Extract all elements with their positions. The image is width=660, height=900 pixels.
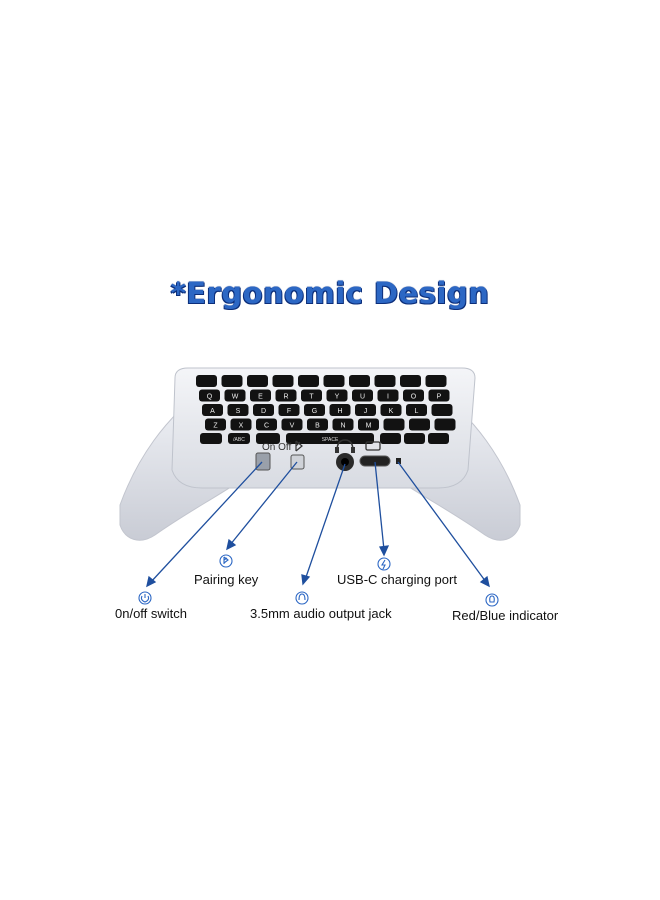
callout-pairing: Pairing key [194,572,259,587]
key [409,418,430,431]
key-label: I [387,394,389,401]
callout-audio: 3.5mm audio output jack [250,606,392,621]
key [230,418,252,431]
key-label: A [210,408,215,415]
key-label: K [389,408,394,415]
key-label: V [290,423,295,430]
space-key [286,433,374,444]
leader-usbc [374,461,385,551]
key [329,404,351,416]
key [349,375,370,387]
leader-onoff [149,461,263,584]
key [380,404,402,416]
key [202,404,223,416]
key [227,404,249,416]
callout-usbc: USB-C charging port [337,572,457,587]
key [304,404,325,416]
bolt-icon [377,557,391,571]
charge-port-icon [365,441,381,451]
key-label: E [258,394,263,401]
key-label: /ABC [233,437,245,443]
key-label: R [283,394,288,401]
key-label: C [264,423,269,430]
key [406,404,427,416]
arrow-key [428,433,449,444]
key [323,375,345,387]
key [332,418,354,431]
key [307,418,328,431]
key-label: N [340,423,345,430]
key [400,375,421,387]
key-label: B [315,423,320,430]
leader-pairing [229,461,298,546]
key [428,389,450,402]
key-label: X [239,423,244,430]
key-label: T [309,394,314,401]
bulb-icon [485,593,499,607]
key [374,375,396,387]
key-label: G [312,408,317,415]
key-label: D [261,408,266,415]
space-key-label: SPACE [322,437,339,443]
key [326,389,348,402]
key-label: W [232,394,239,401]
bluetooth-port-icon [295,440,303,452]
key-label: O [411,394,417,401]
key [281,418,303,431]
key-label: J [364,408,368,415]
key-label: Q [207,394,213,401]
key [199,389,220,402]
key [278,404,300,416]
key [403,389,424,402]
key-label: S [236,408,241,415]
key [434,418,456,431]
callout-indicator: Red/Blue indicator [452,608,559,623]
key [205,418,226,431]
leader-audio [304,463,346,581]
key [431,404,453,416]
power-icon [138,591,152,605]
key [275,389,297,402]
key [298,375,319,387]
key-label: M [366,423,372,430]
key [377,389,399,402]
key [228,433,250,444]
key [272,375,294,387]
key [247,375,268,387]
indicator-led [396,458,401,464]
key [256,433,280,444]
key [224,389,246,402]
key [253,404,274,416]
keyboard-keys: Q W E R T Y U I O P A S D F G H J K L Z X C V B N M/ABC SPACE [196,375,456,444]
leader-indicator [397,461,487,583]
callout-onoff: 0n/off switch [115,606,188,621]
key-label: F [287,408,291,415]
key-label: P [437,394,442,401]
key [200,433,222,444]
key [358,418,379,431]
key [425,375,447,387]
key [301,389,322,402]
switch-label: On Off [262,442,291,453]
arrow-key [380,433,401,444]
key [355,404,376,416]
key [196,375,217,387]
key [383,418,405,431]
key-label: U [360,394,365,401]
bluetooth-icon [219,554,233,568]
arrow-key [404,433,425,444]
page-title: *Ergonomic Design [170,276,490,310]
key [352,389,373,402]
key-label: Z [213,423,218,430]
key [256,418,277,431]
key-label: H [337,408,342,415]
key-label: L [415,408,419,415]
headphones-icon [295,591,309,605]
headphones-port-icon [335,439,355,453]
key [250,389,271,402]
key [221,375,243,387]
key-label: Y [335,394,340,401]
onoff-switch [255,452,271,471]
